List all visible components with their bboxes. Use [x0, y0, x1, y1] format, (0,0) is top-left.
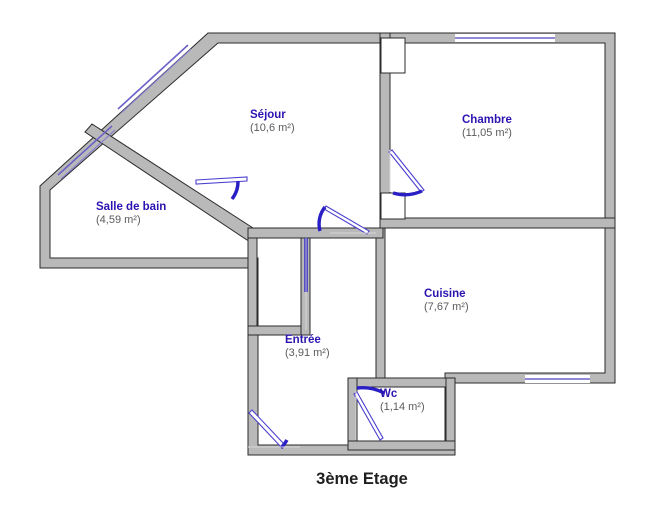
plan-title: 3ème Etage	[316, 470, 408, 488]
chimney-duct-top-icon	[380, 37, 406, 74]
room-label-chambre: Chambre (11,05 m²)	[462, 114, 512, 139]
door-chambre	[388, 149, 425, 197]
wall-wc-top	[347, 377, 456, 388]
room-label-entree: Entrée (3,91 m²)	[285, 334, 330, 359]
room-label-chambre-name: Chambre	[462, 114, 512, 126]
window-sejour-northwest	[117, 44, 189, 110]
room-label-wc-area: (1,14 m²)	[380, 401, 425, 413]
door-bain-swing	[230, 180, 240, 201]
door-wc-leaf	[353, 391, 384, 441]
door-bain-leaf	[195, 176, 248, 185]
room-label-wc-name: Wc	[380, 388, 398, 400]
room-label-salle-de-bain: Salle de bain (4,59 m²)	[96, 201, 166, 226]
wall-closet-left	[247, 237, 258, 336]
duct-group	[380, 37, 406, 220]
window-sejour-northwest-inner	[120, 48, 192, 114]
windows-group	[57, 34, 590, 383]
window-bain-west-inner	[60, 129, 116, 180]
chimney-duct-top-outline	[380, 37, 406, 74]
room-label-sejour-area: (10,6 m²)	[250, 122, 295, 134]
room-label-sejour-name: Séjour	[250, 109, 286, 121]
room-label-entree-area: (3,91 m²)	[285, 347, 330, 359]
door-entrance-main	[248, 409, 300, 450]
door-wc-swing	[356, 385, 385, 395]
wall-sejour-entree	[247, 227, 384, 239]
room-label-entree-name: Entrée	[285, 334, 321, 346]
door-chambre-swing	[392, 189, 423, 197]
room-label-wc: Wc (1,14 m²)	[380, 388, 425, 413]
room-labels-group: Séjour (10,6 m²) Chambre (11,05 m²) Sall…	[96, 109, 512, 413]
doors-group	[195, 149, 425, 450]
room-label-bain-name: Salle de bain	[96, 201, 166, 213]
room-label-cuisine: Cuisine (7,67 m²)	[424, 288, 469, 313]
room-label-bain-area: (4,59 m²)	[96, 214, 141, 226]
room-label-cuisine-area: (7,67 m²)	[424, 301, 469, 313]
room-label-chambre-area: (11,05 m²)	[462, 127, 512, 139]
door-wc	[353, 385, 385, 441]
room-label-sejour: Séjour (10,6 m²)	[250, 109, 295, 134]
door-chambre-leaf	[388, 149, 425, 193]
wall-entree-cuisine	[375, 227, 386, 384]
wall-wc-right	[445, 377, 456, 451]
chimney-duct-middle-icon	[380, 192, 406, 220]
wall-chambre-cuisine	[379, 217, 616, 229]
perimeter-walls	[39, 32, 616, 456]
door-salle-de-bain	[195, 176, 248, 201]
room-label-cuisine-name: Cuisine	[424, 288, 466, 300]
wall-wc-bottom	[347, 440, 456, 451]
walls-group	[39, 32, 616, 456]
door-sejour	[317, 205, 376, 235]
door-sejour-swing	[317, 205, 327, 232]
door-entry-swing	[279, 439, 289, 450]
window-bain-west	[57, 125, 113, 176]
